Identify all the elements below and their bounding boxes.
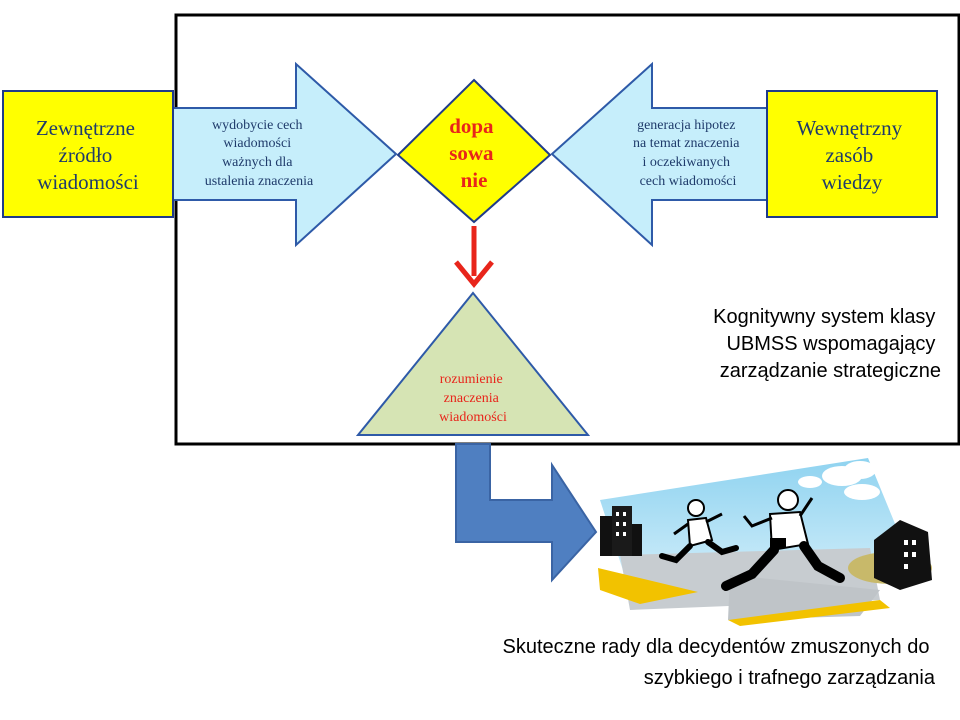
matching-label: dopa sowa nie <box>449 114 499 192</box>
red-down-arrow-head <box>454 260 494 288</box>
understanding-triangle <box>355 291 591 436</box>
system-caption: Kognitywny system klasy UBMSS wspomagają… <box>713 306 941 382</box>
matching-diamond <box>396 78 552 224</box>
feature-extraction-arrow <box>171 61 398 248</box>
understanding-label: rozumienie znaczenia wiadomości <box>439 372 507 425</box>
hypothesis-generation-label: generacja hipotez na temat znaczenia i o… <box>633 118 743 189</box>
external-source-label: Zewnętrzne źródło wiadomości <box>36 116 140 194</box>
advice-caption: Skuteczne rady dla decydentów zmuszonych… <box>503 636 936 689</box>
internal-resource-label: Wewnętrzny zasób wiedzy <box>797 116 908 194</box>
hypothesis-generation-arrow <box>550 61 769 248</box>
internal-resource-box <box>766 90 938 218</box>
running-businessmen-illustration <box>598 458 932 626</box>
feature-extraction-label: wydobycie cech wiadomości ważnych dla us… <box>205 118 314 189</box>
output-arrow <box>455 443 598 583</box>
external-source-box <box>2 90 174 218</box>
